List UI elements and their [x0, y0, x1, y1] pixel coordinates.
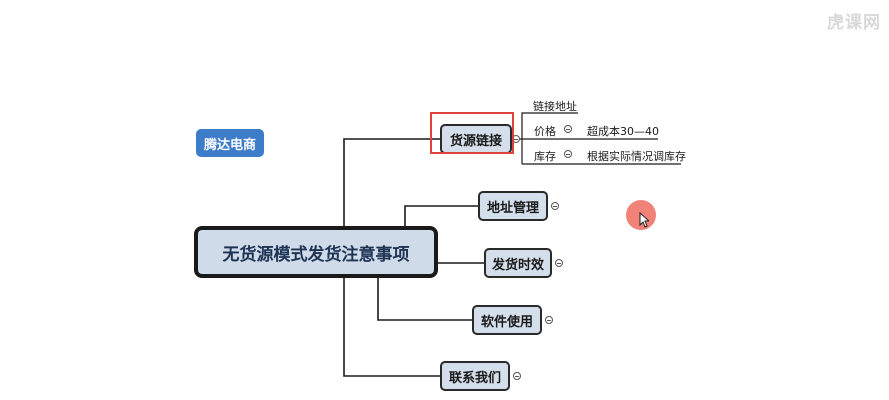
- leaf-link-address[interactable]: 链接地址: [533, 100, 577, 113]
- connector-source-link: [343, 138, 440, 226]
- leaf-stock[interactable]: 库存: [534, 150, 556, 163]
- branch-shipping-time[interactable]: 发货时效: [484, 248, 552, 278]
- leaf-price-detail[interactable]: 超成本30—40: [587, 125, 659, 138]
- collapse-toggle-shipping-time[interactable]: [555, 259, 563, 267]
- central-topic[interactable]: 无货源模式发货注意事项: [194, 226, 438, 278]
- selection-highlight-box: [430, 112, 514, 154]
- collapse-toggle-software[interactable]: [545, 316, 553, 324]
- collapse-toggle-contact[interactable]: [513, 372, 521, 380]
- connector-software: [377, 278, 472, 321]
- watermark: 虎课网: [827, 13, 881, 33]
- mouse-pointer-icon: [639, 212, 649, 228]
- connector-address: [404, 205, 478, 226]
- leaf-stock-detail[interactable]: 根据实际情况调库存: [587, 150, 686, 163]
- branch-address-management[interactable]: 地址管理: [478, 191, 548, 221]
- collapse-toggle-address[interactable]: [551, 202, 559, 210]
- company-tag[interactable]: 腾达电商: [196, 129, 264, 157]
- branch-software-usage[interactable]: 软件使用: [472, 305, 542, 335]
- leaf-price[interactable]: 价格: [534, 125, 556, 138]
- connector-contact: [343, 278, 440, 377]
- collapse-toggle-stock[interactable]: [564, 150, 572, 158]
- branch-contact-us[interactable]: 联系我们: [440, 361, 510, 391]
- collapse-toggle-price[interactable]: [564, 125, 572, 133]
